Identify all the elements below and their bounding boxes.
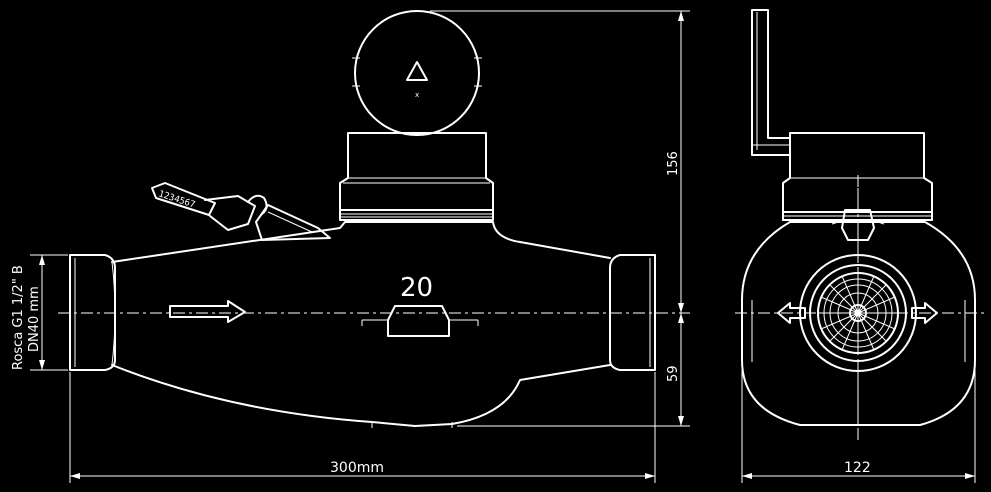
dimension-height-lower: 59 bbox=[666, 313, 684, 426]
bottom-boss bbox=[361, 305, 479, 337]
register-body bbox=[339, 132, 494, 221]
security-seal: 1234567 bbox=[151, 182, 331, 241]
dimension-width-label: 122 bbox=[844, 460, 871, 476]
dimension-length: 300mm bbox=[70, 460, 655, 479]
flow-arrow-icon bbox=[169, 300, 246, 323]
meter-body bbox=[111, 221, 611, 428]
front-view: 122 bbox=[735, 9, 985, 483]
dimension-width: 122 bbox=[742, 460, 975, 479]
thread-spec: Rosca G1 1/2" B bbox=[11, 265, 26, 370]
dimension-thread: Rosca G1 1/2" B DN40 mm bbox=[11, 255, 45, 370]
dial-cover bbox=[352, 10, 482, 136]
side-view: x bbox=[11, 10, 690, 483]
dimension-length-label: 300mm bbox=[330, 460, 384, 476]
size-number: 20 bbox=[400, 273, 433, 303]
dimension-height-lower-label: 59 bbox=[666, 365, 681, 382]
nominal-diameter: DN40 mm bbox=[27, 286, 42, 352]
dial-symbol: x bbox=[415, 91, 419, 99]
dimension-height-total: 156 bbox=[666, 11, 684, 313]
dimension-height-total-label: 156 bbox=[666, 151, 681, 176]
register-lid bbox=[751, 9, 791, 156]
warning-triangle-icon bbox=[406, 61, 428, 81]
